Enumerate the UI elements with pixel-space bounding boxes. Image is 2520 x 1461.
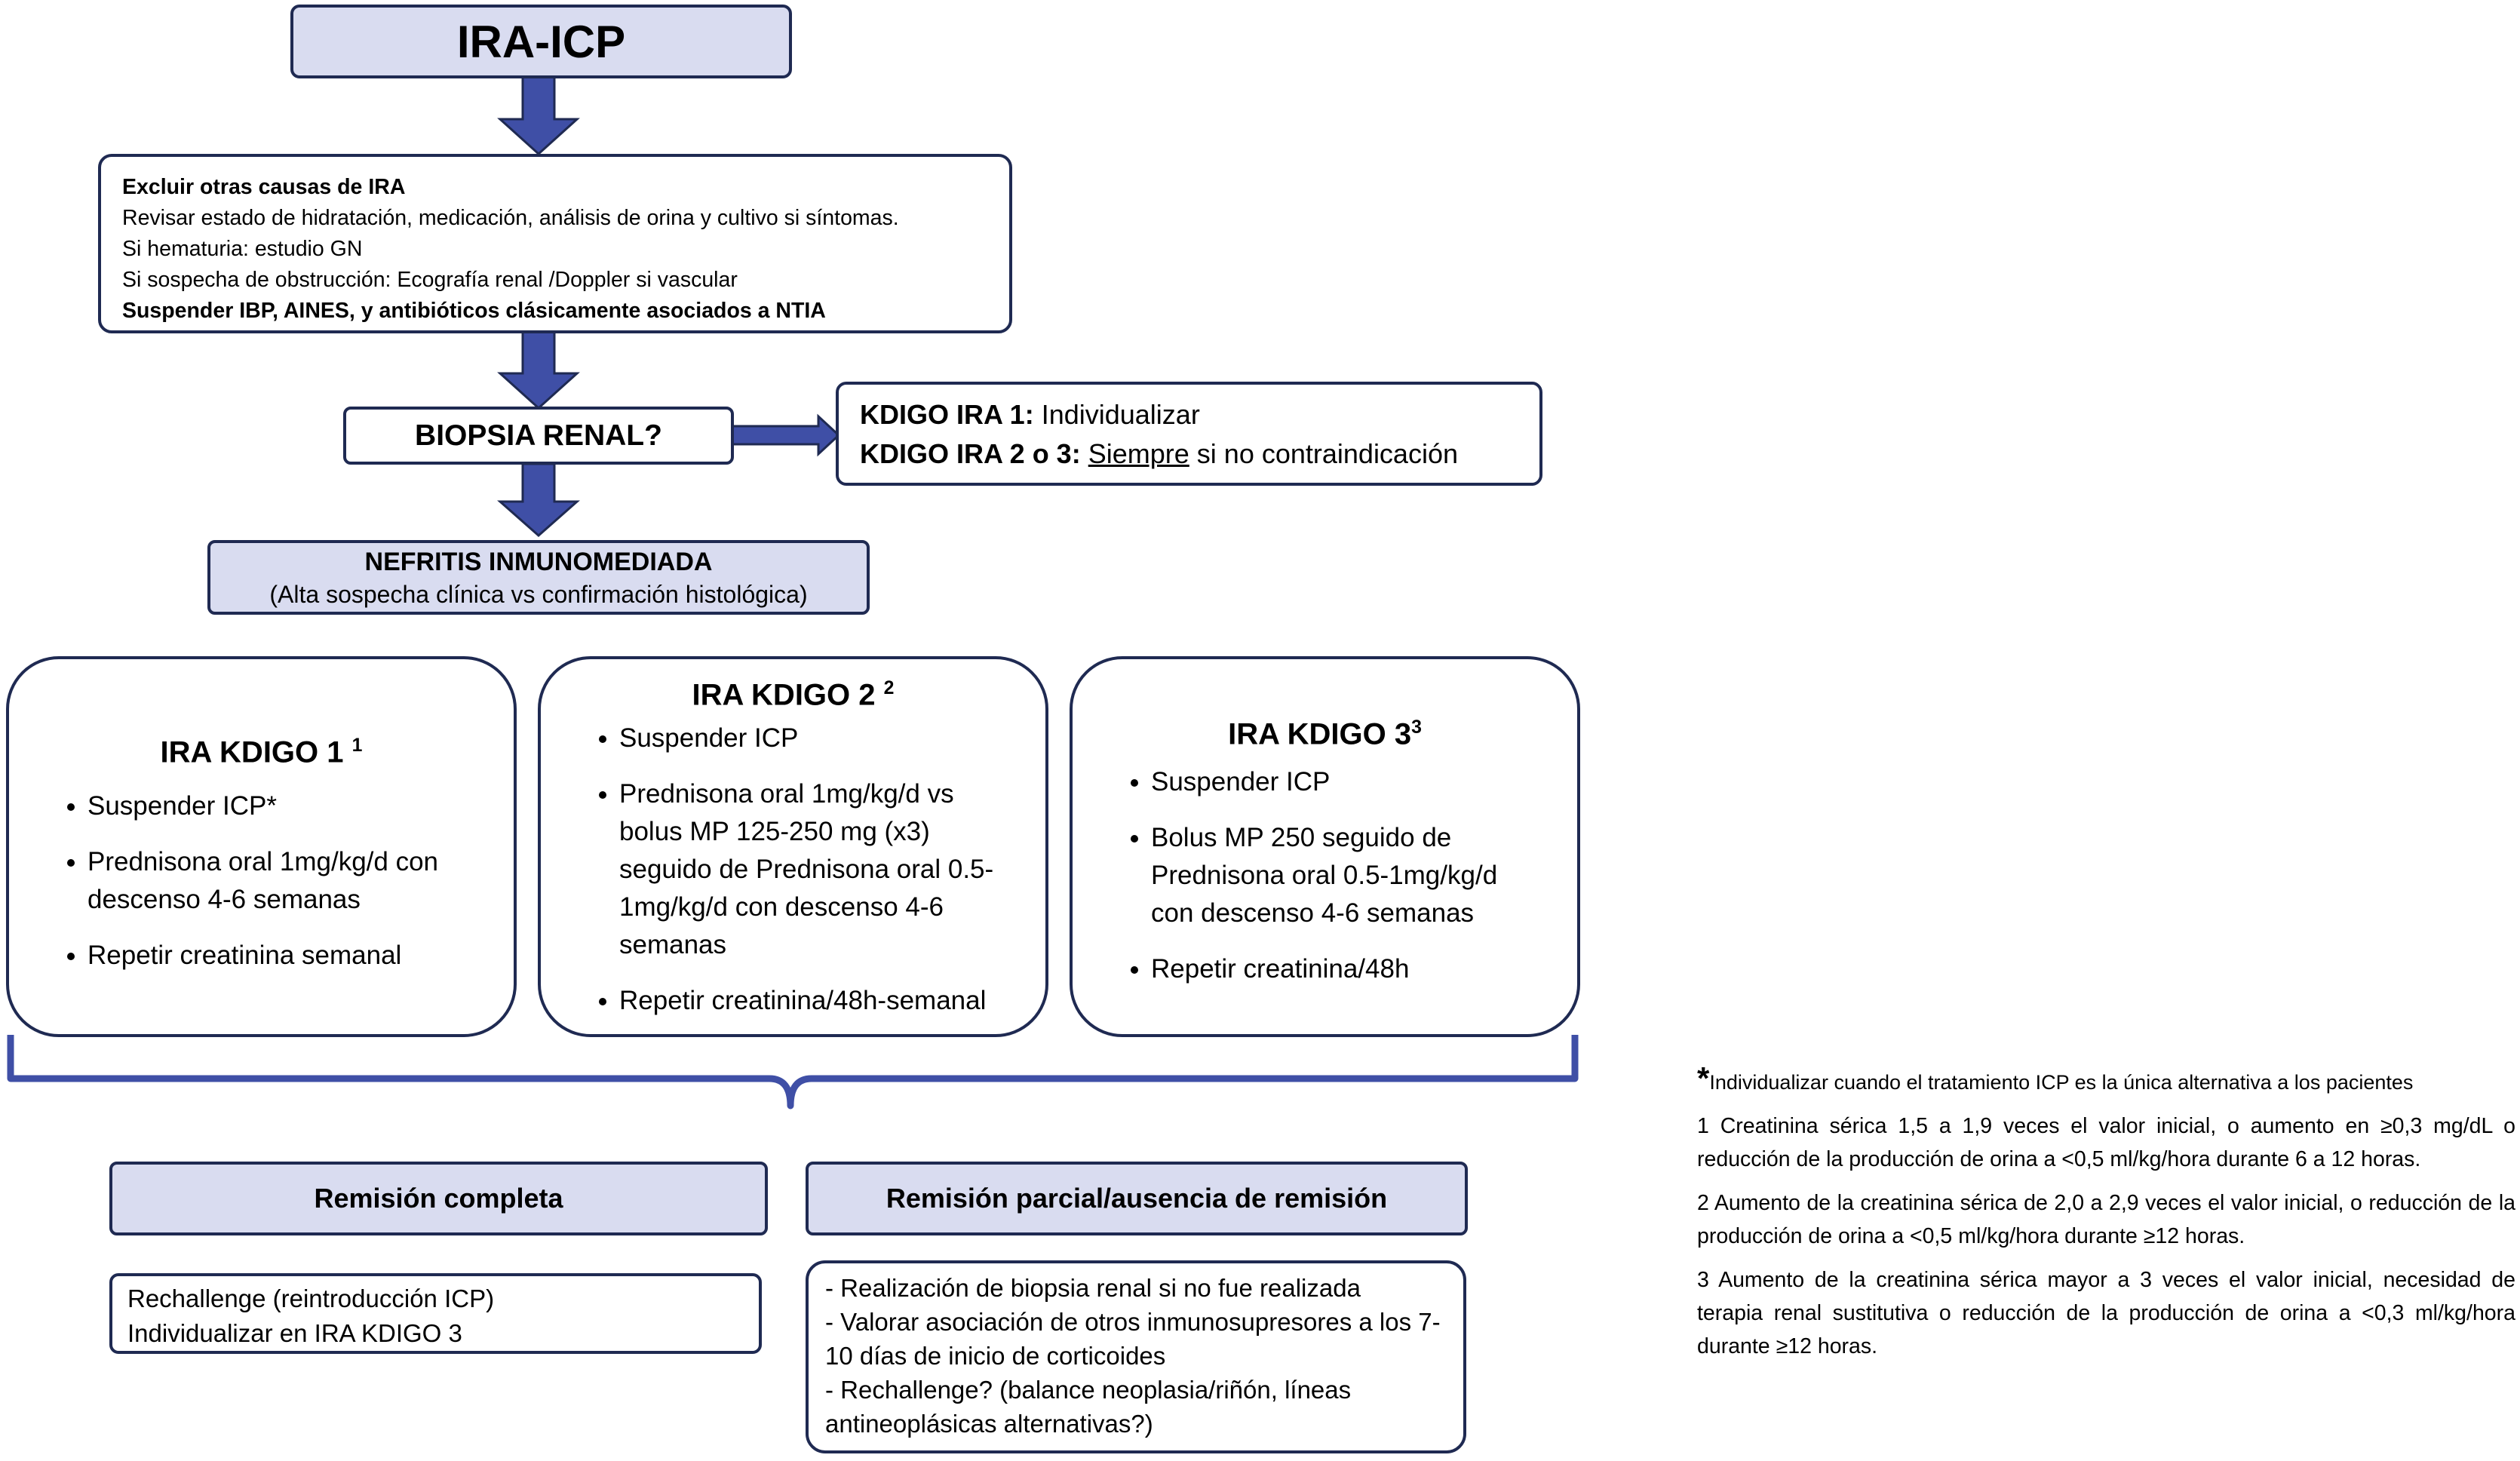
remission-complete-title: Remisión completa <box>314 1183 563 1214</box>
kdigo-card-title: IRA KDIGO 1 1 <box>9 727 514 771</box>
remission-partial-line: - Valorar asociación de otros inmunosupr… <box>825 1308 1441 1370</box>
kdigo-card-title: IRA KDIGO 2 2 <box>541 670 1045 714</box>
remission-complete-box: Rechallenge (reintroducción ICP) Individ… <box>109 1273 762 1354</box>
footnote-star: *Individualizar cuando el tratamiento IC… <box>1697 1062 2515 1099</box>
remission-complete-line: Rechallenge (reintroducción ICP) <box>127 1285 495 1312</box>
remission-partial-title: Remisión parcial/ausencia de remisión <box>886 1183 1388 1214</box>
remission-partial-header: Remisión parcial/ausencia de remisión <box>806 1162 1468 1235</box>
exclude-causes-box: Excluir otras causas de IRA Revisar esta… <box>98 154 1012 333</box>
title-box: IRA-ICP <box>290 5 792 78</box>
treatment-item: Suspender ICP <box>1151 763 1539 801</box>
footnote-2: 2 Aumento de la creatinina sérica de 2,0… <box>1697 1191 2515 1248</box>
kdigo-card-2: IRA KDIGO 2 2 Suspender ICP Prednisona o… <box>538 656 1048 1037</box>
biopsy-question-box: BIOPSIA RENAL? <box>343 407 734 465</box>
arrow-down-1 <box>497 75 580 156</box>
kdigo1-indication: KDIGO IRA 1: Individualizar <box>860 395 1539 434</box>
remission-complete-header: Remisión completa <box>109 1162 768 1235</box>
exclude-bold-line: Suspender IBP, AINES, y antibióticos clá… <box>122 299 826 323</box>
treatment-item: Suspender ICP <box>619 720 1015 757</box>
treatment-item: Suspender ICP* <box>87 787 491 825</box>
biopsy-indications-box: KDIGO IRA 1: Individualizar KDIGO IRA 2 … <box>836 382 1542 486</box>
footnotes: *Individualizar cuando el tratamiento IC… <box>1697 1062 2515 1363</box>
kdigo23-label: KDIGO IRA 2 o 3: <box>860 438 1081 469</box>
nephritis-subtitle: (Alta sospecha clínica vs confirmación h… <box>269 580 808 608</box>
footnote-ref: 3 <box>1411 717 1422 738</box>
arrow-down-3 <box>497 462 580 538</box>
remission-partial-box: - Realización de biopsia renal si no fue… <box>806 1260 1466 1453</box>
footnote-ref: 1 <box>351 735 363 756</box>
treatment-item: Repetir creatinina/48h <box>1151 950 1539 988</box>
treatment-item: Prednisona oral 1mg/kg/d con descenso 4-… <box>87 843 491 919</box>
treatment-item: Bolus MP 250 seguido de Prednisona oral … <box>1151 819 1539 932</box>
grouping-brace <box>7 1035 1579 1110</box>
kdigo23-indication: KDIGO IRA 2 o 3: Siempre si no contraind… <box>860 434 1539 474</box>
kdigo-card-title-text: IRA KDIGO 3 <box>1228 717 1412 751</box>
footnote-3: 3 Aumento de la creatinina sérica mayor … <box>1697 1268 2515 1358</box>
kdigo-card-3: IRA KDIGO 33 Suspender ICP Bolus MP 250 … <box>1070 656 1580 1037</box>
exclude-heading: Excluir otras causas de IRA <box>122 175 406 199</box>
arrow-right <box>731 413 841 457</box>
remission-partial-line: - Rechallenge? (balance neoplasia/riñón,… <box>825 1376 1352 1438</box>
biopsy-question: BIOPSIA RENAL? <box>415 419 662 452</box>
nephritis-title: NEFRITIS INMUNOMEDIADA <box>364 547 713 576</box>
kdigo23-underlined: Siempre <box>1088 438 1189 469</box>
page-title: IRA-ICP <box>456 16 626 67</box>
remission-partial-line: - Realización de biopsia renal si no fue… <box>825 1274 1361 1302</box>
kdigo1-text: Individualizar <box>1041 399 1200 430</box>
footnote-1: 1 Creatinina sérica 1,5 a 1,9 veces el v… <box>1697 1114 2515 1171</box>
kdigo-card-title-text: IRA KDIGO 2 <box>692 678 876 712</box>
kdigo1-label: KDIGO IRA 1: <box>860 399 1034 430</box>
footnote-ref: 2 <box>883 678 895 698</box>
treatment-item: Repetir creatinina/48h-semanal <box>619 982 1015 1020</box>
star-symbol: * <box>1697 1060 1710 1096</box>
kdigo-card-title-text: IRA KDIGO 1 <box>160 735 344 769</box>
treatment-item: Repetir creatinina semanal <box>87 937 491 975</box>
kdigo-card-title: IRA KDIGO 33 <box>1073 709 1577 753</box>
arrow-down-2 <box>497 330 580 410</box>
footnote-star-text: Individualizar cuando el tratamiento ICP… <box>1709 1071 2414 1094</box>
remission-complete-line: Individualizar en IRA KDIGO 3 <box>127 1319 462 1347</box>
exclude-line: Si sospecha de obstrucción: Ecografía re… <box>122 268 738 292</box>
kdigo23-text: si no contraindicación <box>1196 438 1458 469</box>
nephritis-box: NEFRITIS INMUNOMEDIADA (Alta sospecha cl… <box>207 540 870 615</box>
treatment-item: Prednisona oral 1mg/kg/d vs bolus MP 125… <box>619 775 1015 964</box>
exclude-line: Si hematuria: estudio GN <box>122 237 363 261</box>
exclude-line: Revisar estado de hidratación, medicació… <box>122 206 899 230</box>
kdigo-card-1: IRA KDIGO 1 1 Suspender ICP* Prednisona … <box>6 656 517 1037</box>
